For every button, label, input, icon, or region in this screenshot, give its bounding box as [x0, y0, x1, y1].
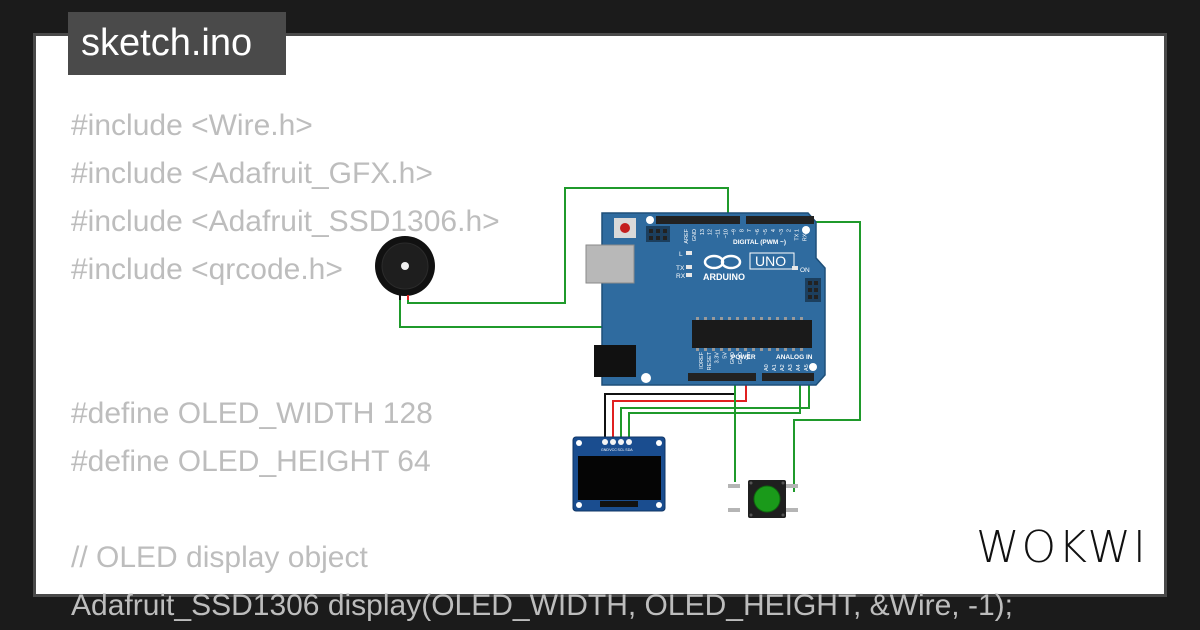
- pin-label: RX 0: [803, 229, 809, 241]
- oled-screen: [578, 456, 661, 500]
- power-section-label: POWER: [731, 354, 756, 361]
- pin-label: 13: [700, 229, 706, 235]
- wokwi-logo: WOKWI: [976, 522, 1148, 573]
- code-line: #include <Adafruit_GFX.h>: [71, 157, 433, 190]
- pin-label: ~9: [731, 229, 737, 235]
- file-title-tab[interactable]: sketch.ino: [68, 12, 286, 75]
- atmega-chip: [692, 320, 812, 348]
- l-led-label: L: [679, 251, 683, 258]
- oled-pin-label: VCC: [609, 448, 617, 452]
- digital-pwm-label: DIGITAL (PWM ~): [733, 239, 786, 246]
- arduino-uno-board[interactable]: ARDUINO UNO DIGITAL (PWM ~) POWER ANALOG…: [585, 212, 826, 386]
- pin-label: ~5: [763, 229, 769, 235]
- pin-label: ~10: [724, 229, 730, 238]
- pin-label: AREF: [684, 228, 690, 243]
- digital-header-left: [656, 216, 740, 224]
- icsp-header-top: [646, 226, 670, 242]
- oled-sda-wire: [628, 373, 801, 440]
- code-line: #include <Wire.h>: [71, 109, 313, 142]
- button-wire-b: [793, 221, 861, 492]
- pin-label: 4: [771, 229, 777, 232]
- arduino-brand-label: ARDUINO: [703, 272, 745, 282]
- buzzer-wire-signal: [407, 187, 729, 304]
- code-line: #include <Adafruit_SSD1306.h>: [71, 205, 500, 238]
- code-line: #include <qrcode.h>: [71, 253, 343, 286]
- pin-label: ~3: [779, 229, 785, 235]
- oled-pin-label: GND: [601, 448, 609, 452]
- pin-label: Vin: [746, 352, 752, 360]
- oled-pin-label: SCL: [618, 448, 625, 452]
- pin-label: GND: [692, 229, 698, 241]
- power-jack: [594, 345, 636, 377]
- pin-label: GND: [730, 352, 736, 364]
- pin-label: 3.3V: [715, 352, 721, 364]
- pin-label: 12: [708, 229, 714, 235]
- tx-led-label: TX: [676, 265, 685, 272]
- oled-scl-wire: [620, 373, 810, 440]
- code-preview: #include <Wire.h> #include <Adafruit_GFX.…: [71, 102, 1013, 630]
- pin-label: ~6: [755, 229, 761, 235]
- pin-label: IOREF: [699, 351, 705, 368]
- pin-label: A1: [772, 364, 778, 371]
- arduino-model-label: UNO: [755, 253, 786, 269]
- pin-label: RESET: [707, 351, 713, 370]
- oled-pin-label: SDA: [625, 448, 633, 452]
- pin-label: 8: [739, 229, 745, 232]
- on-led-label: ON: [800, 267, 810, 274]
- pin-label: 5V: [722, 352, 728, 359]
- pin-label: A5: [804, 364, 810, 371]
- piezo-buzzer[interactable]: [375, 236, 435, 300]
- pin-label: GND: [738, 352, 744, 364]
- pin-label: TX 1: [795, 229, 801, 241]
- analog-section-label: ANALOG IN: [776, 354, 813, 361]
- power-header: [688, 373, 756, 381]
- arduino-logo-icon: [703, 254, 742, 270]
- code-line: #define OLED_HEIGHT 64: [71, 445, 431, 478]
- code-line: #define OLED_WIDTH 128: [71, 397, 433, 430]
- analog-header: [762, 373, 814, 381]
- oled-vcc-wire: [612, 373, 747, 440]
- pin-label: A2: [780, 364, 786, 371]
- pin-label: A4: [796, 364, 802, 371]
- pin-label: 2: [787, 229, 793, 232]
- digital-header-right: [746, 216, 814, 224]
- code-line: // OLED display object: [71, 541, 368, 574]
- usb-port: [585, 244, 635, 284]
- pin-label: 7: [747, 229, 753, 232]
- pin-label: A0: [764, 364, 770, 371]
- pin-label: A3: [788, 364, 794, 371]
- icsp-header-right: [805, 278, 821, 302]
- pin-label: ~11: [716, 229, 722, 238]
- push-button[interactable]: [728, 480, 798, 518]
- rx-led-label: RX: [676, 273, 686, 280]
- code-line: Adafruit_SSD1306 display(OLED_WIDTH, OLE…: [71, 589, 1013, 622]
